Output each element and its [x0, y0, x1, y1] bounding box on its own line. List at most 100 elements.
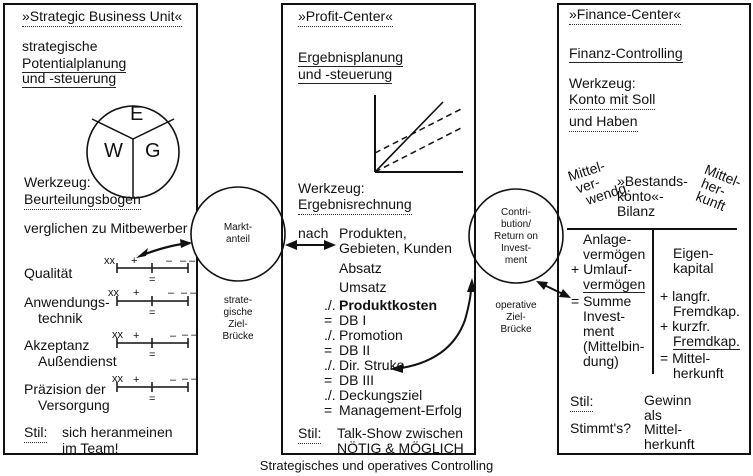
- answer-line: als: [644, 407, 662, 423]
- sbu-subtitle-3: und -steuerung: [22, 70, 117, 88]
- profit-nach: nach: [298, 225, 329, 241]
- criterion-label: Versorgung: [38, 397, 110, 413]
- center-line: »Bestands-: [617, 173, 688, 189]
- contribution-line: ment: [504, 255, 528, 266]
- profit-style-line2: NÖTIG & MÖGLICH: [337, 440, 464, 456]
- scale-mark: – –: [180, 255, 196, 267]
- contribution-circle: [468, 188, 564, 284]
- sbu-tool-name: Beurteilungsbogen: [24, 191, 141, 210]
- asset-line: + Umlauf-: [571, 261, 633, 277]
- calc-row: =DB II: [324, 342, 370, 359]
- sbu-subtitle-2: Potentialplanung: [22, 55, 127, 73]
- finance-tool-line1: Konto mit Soll: [569, 91, 656, 110]
- finance-title: »Finance-Center«: [569, 6, 682, 25]
- profit-subtitle-2: und -steuerung: [298, 66, 393, 84]
- bridge-label-line: gische: [223, 307, 253, 318]
- profit-title: »Profit-Center«: [298, 8, 393, 27]
- sbu-subtitle-1: strategische: [22, 38, 98, 54]
- strategic-bridge-label: strate- gische Ziel- Brücke: [215, 295, 261, 343]
- profit-style-label: Stil:: [298, 425, 322, 444]
- scale-mark: xx: [108, 287, 119, 299]
- calc-text: Promotion: [339, 327, 403, 343]
- scale-mark: –: [170, 374, 177, 386]
- arrowhead: [390, 364, 403, 373]
- contribution-line: bution/: [500, 219, 532, 230]
- answer-line: Mittel-: [644, 421, 683, 437]
- sbu-compare: verglichen zu Mitbewerber: [24, 220, 188, 236]
- wheel-divider: [91, 118, 134, 140]
- rating-scale: [116, 263, 189, 273]
- arrowhead: [285, 240, 297, 250]
- calc-text: Absatz: [339, 260, 382, 276]
- contribution-line: Contri-: [500, 207, 531, 218]
- wheel-label-g: G: [145, 140, 161, 162]
- scale-mark: xx: [112, 373, 123, 385]
- scale-mark: +: [131, 255, 138, 267]
- liability-line: Eigen-: [673, 245, 714, 261]
- scale-mark: –: [166, 255, 173, 267]
- contribution-label: Contri- bution/ Return on Invest- ment: [486, 207, 546, 267]
- calc-prefix: ./.: [324, 297, 336, 313]
- calc-row: = DB I: [324, 312, 366, 329]
- liability-line: Fremdkap.: [673, 303, 740, 319]
- calc-prefix: =: [324, 372, 333, 388]
- marktanteil-line: anteil: [226, 234, 250, 245]
- criterion-label: technik: [38, 310, 83, 326]
- arrowhead: [180, 239, 192, 248]
- bridge-label-line: Ziel-: [228, 319, 248, 330]
- contribution-line: Return on: [494, 231, 538, 242]
- liability-line: herkunft: [673, 365, 724, 381]
- profit-center-box: [281, 3, 476, 455]
- calc-row: Absatz: [339, 260, 382, 277]
- arrowhead: [324, 240, 336, 250]
- profit-subtitle-1: Ergebnisplanung: [298, 49, 404, 67]
- calc-text: DB III: [339, 372, 375, 388]
- calc-row: = DB III: [324, 372, 374, 389]
- profit-dims-1: Produkten,: [339, 225, 407, 241]
- sbu-box: [3, 3, 198, 455]
- bridge-label-line: Brücke: [222, 331, 254, 342]
- asset-line: = Summe: [571, 293, 632, 309]
- calc-row: ./.Dir. Struko: [324, 357, 404, 374]
- liability-line: Fremdkap.: [673, 333, 740, 350]
- rating-scale: [116, 382, 189, 392]
- center-line: Bilanz: [617, 203, 656, 219]
- asset-line: (Mittelbin-: [583, 338, 645, 354]
- calc-row: ./.Promotion: [324, 327, 403, 344]
- asset-line: vermögen: [583, 246, 646, 262]
- bridge-label-line: Brücke: [500, 324, 532, 335]
- scale-mark: – –: [182, 329, 198, 341]
- contribution-line: Invest-: [500, 243, 531, 254]
- sbu-style-line1: sich heranmeinen: [62, 424, 173, 440]
- calc-text: Dir. Struko: [339, 357, 405, 373]
- bridge-label-line: Ziel-: [506, 312, 526, 323]
- answer-line: herkunft: [644, 436, 695, 452]
- bestandskonto-label: »Bestands- konto«- Bilanz: [617, 174, 688, 219]
- criterion-label: Präzision der: [24, 381, 106, 397]
- profit-dims-2: Gebieten, Kunden: [339, 240, 452, 256]
- finance-tool-line2: und Haben: [569, 113, 638, 132]
- calc-prefix: =: [324, 312, 333, 328]
- calc-row: Umsatz: [339, 279, 386, 296]
- calc-text: Produktkosten: [339, 297, 438, 313]
- calc-prefix: =: [324, 402, 333, 418]
- finance-question: Stimmt's?: [570, 420, 632, 436]
- profit-tool-name: Ergebnisrechnung: [298, 196, 412, 215]
- finance-subtitle: Finanz-Controlling: [569, 45, 683, 63]
- criterion-label: Qualität: [24, 265, 73, 281]
- calc-text: DB I: [339, 312, 367, 328]
- asset-line: vermögen: [583, 276, 646, 293]
- marktanteil-line: Markt-: [223, 222, 253, 233]
- calc-text: Management-Erfolg: [339, 402, 462, 418]
- rating-scale: [116, 296, 189, 306]
- calc-row: = Management-Erfolg: [324, 402, 462, 419]
- scale-mark: =: [149, 349, 156, 361]
- arrowhead: [536, 281, 548, 290]
- calc-row: ./.Produktkosten: [324, 297, 437, 314]
- figure-caption: Strategisches und operatives Controlling: [259, 458, 494, 473]
- wheel-label-w: W: [104, 140, 123, 162]
- bridge-label-line: operative: [495, 300, 537, 311]
- profit-style-line1: Talk-Show zwischen: [337, 425, 464, 441]
- sbu-tool-label: Werkzeug:: [24, 174, 91, 190]
